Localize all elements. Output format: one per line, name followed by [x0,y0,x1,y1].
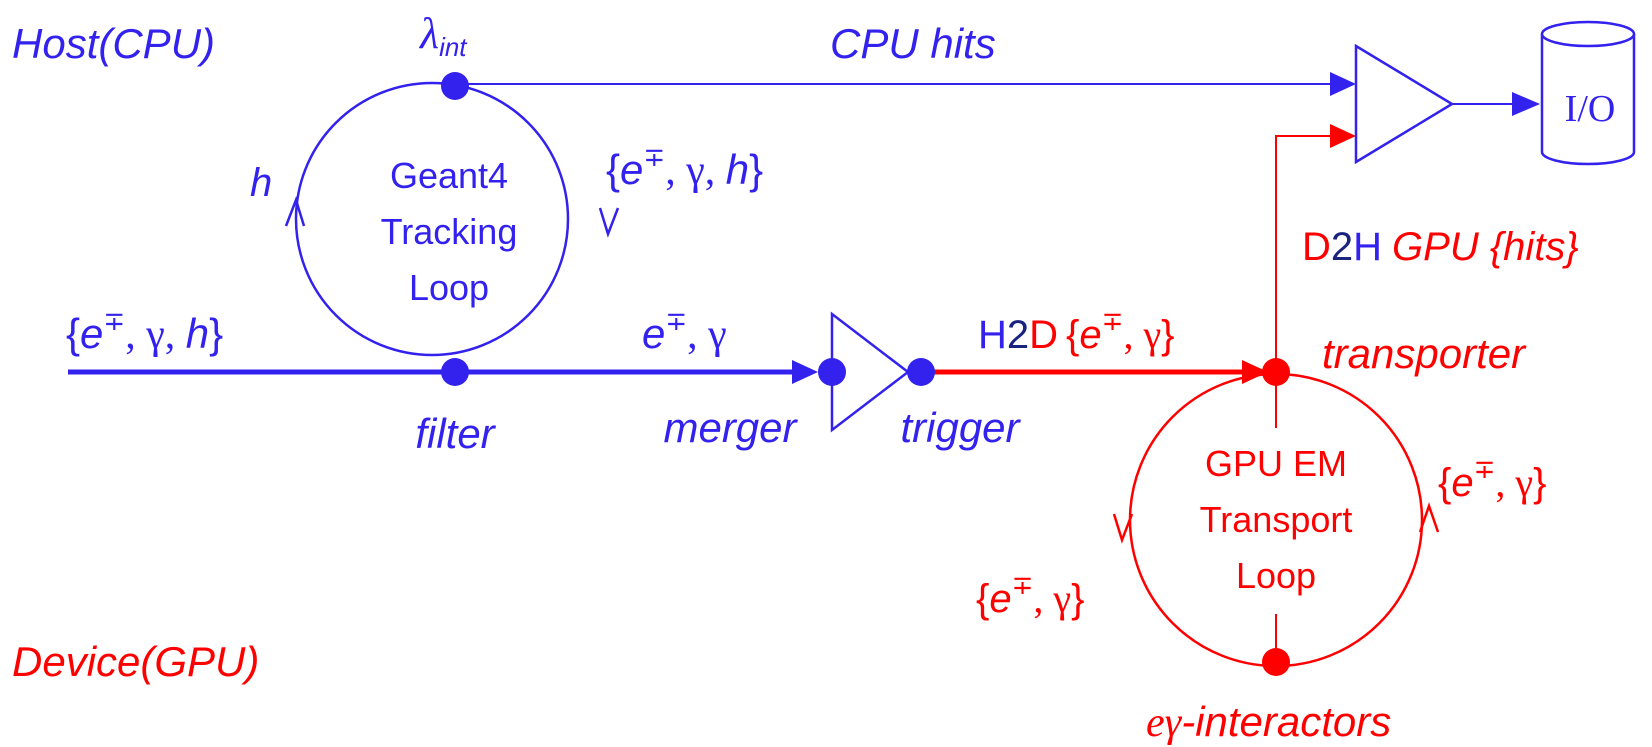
lambda-node [441,72,469,100]
gpu-loop-up-chevron [1418,502,1440,533]
d2h-line [1275,135,1330,372]
cpu-hits-arrowhead [1330,72,1356,96]
h-label: h [250,161,272,205]
gate-to-io-arrowhead [1512,92,1540,116]
cpu-loop-label-line1: Geant4 [390,155,508,196]
interactors-node [1262,648,1290,676]
input-set-label: {e∓, γ, h} [66,306,223,358]
interactors-label: eγ-interactors [1146,698,1391,746]
cpu-loop-down-chevron [598,207,620,238]
hits-merge-gate [1354,43,1455,165]
gpu-loop-label-line1: GPU EM [1205,443,1347,484]
gpu-right-set-label: {e∓, γ} [1438,454,1546,505]
cpu-hits-label: CPU hits [830,20,996,67]
merger-node [818,358,846,386]
transporter-node [1262,358,1290,386]
cpu-loop-label-line3: Loop [409,267,489,308]
gpu-left-set-label: {e∓, γ} [976,570,1084,621]
cpu-loop-label-line2: Tracking [381,211,518,252]
gpu-loop-label-line2: Transport [1200,499,1353,540]
to-merger-set-label: e∓, γ [642,306,727,358]
merger-label: merger [663,404,798,451]
lambda-int-label: λint [418,9,468,62]
cpu-tracking-loop-circle [294,81,570,357]
gpu-loop-label-line3: Loop [1236,555,1316,596]
host-region-label: Host(CPU) [12,20,215,67]
trigger-label: trigger [900,404,1021,451]
gpu-loop-down-chevron [1112,513,1134,544]
io-cylinder-icon [1540,20,1636,166]
cpu-right-set-label: {e∓, γ, h} [606,142,763,194]
d2h-arrowhead [1330,124,1356,148]
filter-node [441,358,469,386]
h2d-label: H2D{e∓, γ} [978,306,1174,357]
cpu-loop-up-chevron [284,196,306,227]
filter-to-merger-arrowhead [792,360,818,384]
h2d-arrowhead [1242,360,1268,384]
io-label: I/O [1565,88,1616,130]
trigger-node [907,358,935,386]
filter-label: filter [415,410,496,457]
transporter-label: transporter [1322,330,1527,377]
device-region-label: Device(GPU) [12,638,259,685]
